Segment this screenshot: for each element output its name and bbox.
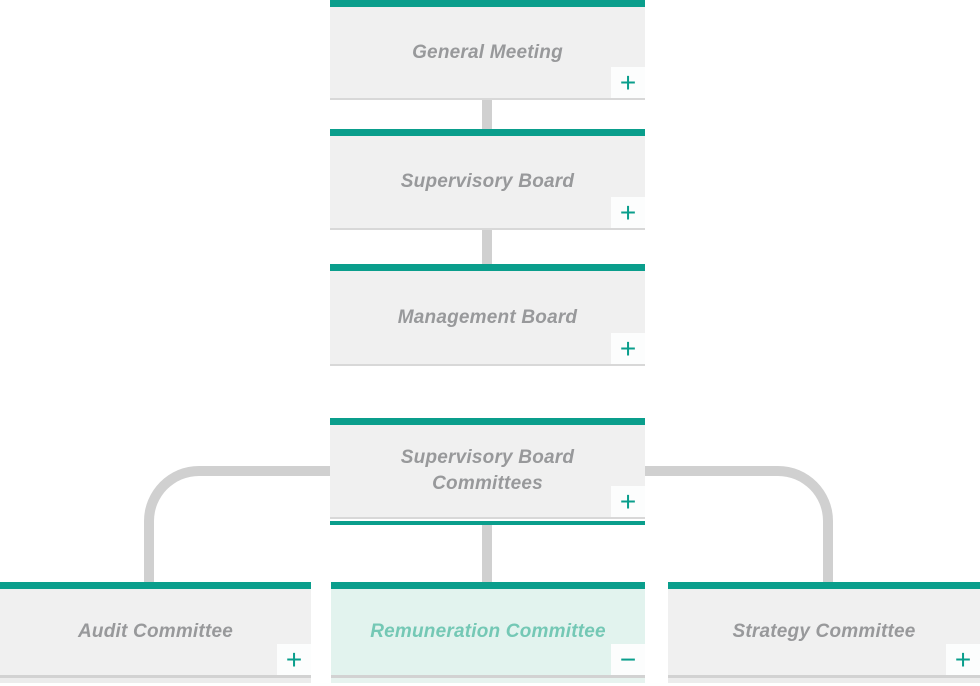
node-management-board[interactable]: Management Board + [330,264,645,366]
node-label: Remuneration Committee [370,621,606,642]
expand-button[interactable]: + [611,67,645,98]
connector-supervisory-to-management [482,229,492,266]
node-general-meeting[interactable]: General Meeting + [330,0,645,100]
expand-button[interactable]: + [277,644,311,675]
expand-button[interactable]: + [611,197,645,228]
expand-button[interactable]: + [611,333,645,364]
node-label: Management Board [397,306,578,328]
node-supervisory-board[interactable]: Supervisory Board + [330,129,645,230]
node-label: Audit Committee [78,621,233,642]
collapse-button[interactable]: − [611,644,645,675]
node-label: General Meeting [412,41,563,63]
connector-general-to-supervisory [482,99,492,131]
node-supervisory-board-committees[interactable]: Supervisory Board Committees + [330,418,645,525]
connector-committees-to-remuneration [482,523,492,583]
node-label: Strategy Committee [732,621,916,642]
node-label: Supervisory Board Committees [400,447,575,494]
node-audit-committee[interactable]: Audit Committee + [0,582,311,683]
connector-committees-to-strategy [645,466,833,582]
expand-button[interactable]: + [611,486,645,517]
node-remuneration-committee[interactable]: Remuneration Committee − [331,582,645,683]
connector-committees-to-audit [144,466,330,582]
node-label: Supervisory Board [400,171,575,192]
expand-button[interactable]: + [946,644,980,675]
node-strategy-committee[interactable]: Strategy Committee + [668,582,980,683]
